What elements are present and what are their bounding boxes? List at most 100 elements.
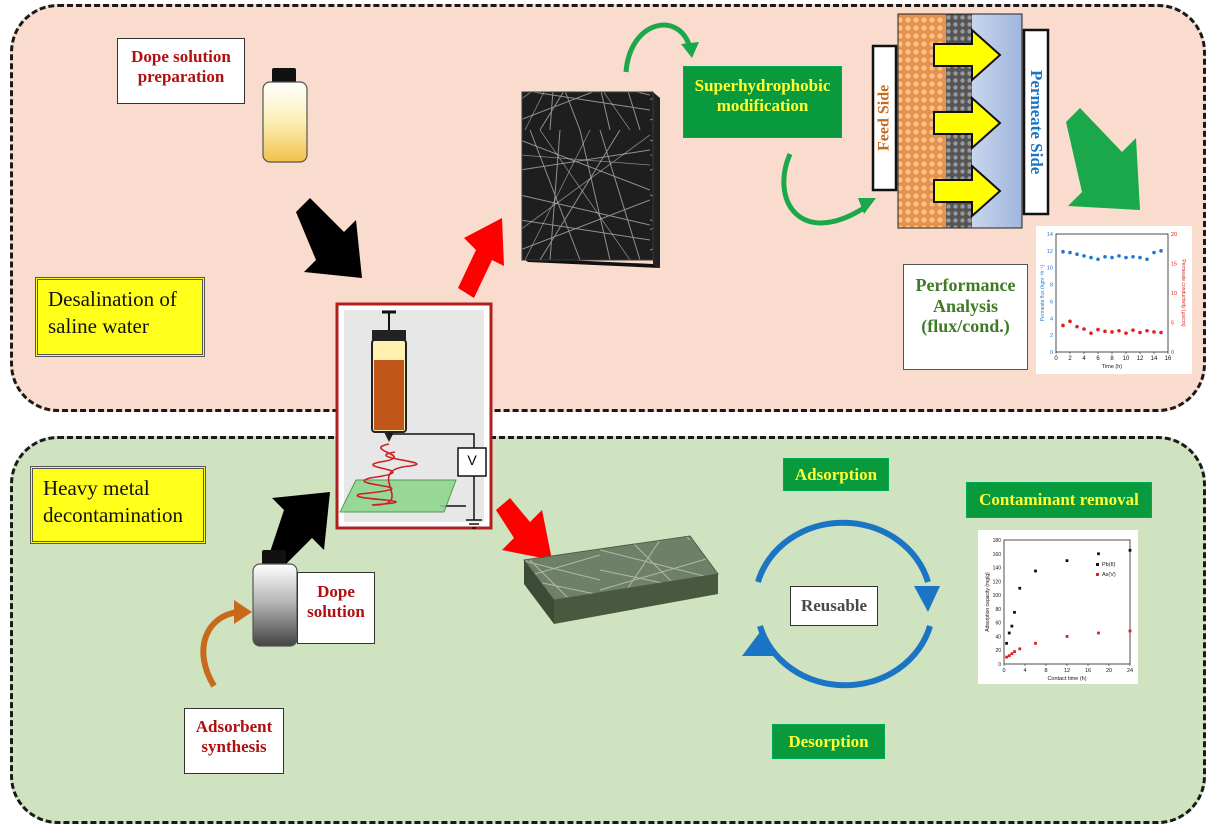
chart2-xtick-label: 20 bbox=[1106, 668, 1112, 674]
electrospinning-setup bbox=[335, 302, 493, 530]
chart2-legend-marker bbox=[1096, 573, 1099, 576]
chart1-point-s0 bbox=[1075, 252, 1079, 257]
nanofiber-membrane-image bbox=[521, 91, 660, 268]
chart2-point-s1 bbox=[1013, 650, 1016, 653]
chart2-point-s0 bbox=[1018, 586, 1022, 590]
chart2-point-s1 bbox=[1007, 654, 1011, 658]
chart1-point-s0 bbox=[1061, 249, 1065, 254]
chart1-point-s0 bbox=[1117, 254, 1121, 258]
chart1-point-s1 bbox=[1124, 331, 1128, 335]
chart2-point-s0 bbox=[1065, 559, 1069, 563]
chart2-point-s0 bbox=[1007, 631, 1011, 635]
chart1-y2tick-label: 10 bbox=[1171, 291, 1177, 297]
chart1-xtick-label: 12 bbox=[1137, 356, 1144, 362]
voltage-label: V bbox=[467, 452, 477, 468]
chart1-point-s1 bbox=[1082, 327, 1086, 331]
chart1-xtick-label: 6 bbox=[1096, 356, 1100, 362]
chart2-legend-marker bbox=[1096, 563, 1099, 566]
chart1-ytick-label: 6 bbox=[1050, 299, 1053, 305]
chart1-point-s1 bbox=[1089, 331, 1093, 335]
chart1-y2tick-label: 15 bbox=[1171, 262, 1177, 268]
chart1-point-s0 bbox=[1138, 255, 1142, 260]
chart2-xtick-label: 24 bbox=[1127, 668, 1133, 674]
arrow-to-membrane-red bbox=[458, 218, 504, 298]
chart1-xtick-label: 10 bbox=[1123, 356, 1130, 362]
dope-preparation-label: Dope solution preparation bbox=[117, 38, 245, 104]
feed-side-label: Feed Side bbox=[875, 84, 893, 152]
arrow-to-electrospinning-bottom bbox=[270, 492, 330, 566]
adsorption-label: Adsorption bbox=[783, 458, 889, 491]
chart2-point-s1 bbox=[1128, 629, 1132, 633]
chart1-xtick-label: 8 bbox=[1110, 356, 1114, 362]
dope-solution-label: Dope solution bbox=[297, 572, 375, 644]
chart1-point-s1 bbox=[1145, 328, 1149, 333]
chart1-point-s1 bbox=[1103, 329, 1107, 334]
green-curve-arrow-2 bbox=[781, 153, 866, 226]
chart1-y2tick-label: 5 bbox=[1171, 321, 1174, 327]
chart1-y2tick-label: 20 bbox=[1171, 232, 1177, 238]
chart1-ytick-label: 14 bbox=[1047, 232, 1053, 238]
chart1-ylabel: Permeate flux (kgm⁻²h⁻¹) bbox=[1040, 264, 1046, 321]
chart2-xtick-label: 8 bbox=[1044, 668, 1047, 674]
chart2-point-s0 bbox=[1005, 641, 1009, 645]
chart2-point-s0 bbox=[1013, 610, 1016, 614]
chart1-xtick-label: 16 bbox=[1165, 356, 1172, 362]
md-module-illustration bbox=[871, 13, 1050, 229]
superhydrophobic-label: Superhydrophobic modification bbox=[683, 66, 842, 138]
chart1-xtick-label: 14 bbox=[1151, 356, 1158, 362]
chart1-point-s1 bbox=[1061, 323, 1065, 328]
dope-bottle-bottom-icon bbox=[252, 550, 298, 647]
chart2-ytick-label: 140 bbox=[993, 566, 1002, 572]
chart1-point-s1 bbox=[1068, 319, 1072, 324]
chart2-xtick-label: 0 bbox=[1002, 668, 1005, 674]
chart1-ytick-label: 2 bbox=[1050, 333, 1053, 339]
green-curve-arrow-1 bbox=[623, 22, 693, 73]
arrow-to-chart-green bbox=[1066, 108, 1140, 210]
chart2-xtick-label: 12 bbox=[1064, 668, 1070, 674]
chart1-xtick-label: 2 bbox=[1068, 356, 1072, 362]
chart2-ytick-label: 80 bbox=[995, 607, 1001, 613]
chart1-y2label: Permeate conductivity (µs/cm) bbox=[1180, 259, 1186, 327]
chart2-point-s0 bbox=[1034, 569, 1037, 573]
chart1-ytick-label: 10 bbox=[1047, 266, 1053, 272]
chart1-point-s0 bbox=[1089, 255, 1093, 260]
chart2-legend-label: As(V) bbox=[1102, 572, 1116, 578]
chart2-point-s0 bbox=[1128, 548, 1132, 552]
arrow-to-electrospinning-top bbox=[296, 198, 362, 278]
dope-bottle-top-icon bbox=[262, 68, 308, 163]
chart2-ytick-label: 60 bbox=[995, 621, 1001, 627]
chart1-point-s0 bbox=[1068, 250, 1072, 255]
chart2-point-s1 bbox=[1034, 641, 1037, 645]
chart1-ytick-label: 8 bbox=[1050, 283, 1053, 289]
chart2-xtick-label: 16 bbox=[1085, 668, 1091, 674]
chart2-xlabel: Contact time (h) bbox=[1047, 676, 1086, 682]
chart2-point-s0 bbox=[1097, 552, 1100, 556]
chart1-ytick-label: 4 bbox=[1050, 316, 1053, 322]
chart2-ytick-label: 100 bbox=[993, 593, 1002, 599]
desalination-title: Desalination of saline water bbox=[35, 277, 205, 357]
chart2-point-s1 bbox=[1018, 647, 1022, 651]
chart1-point-s0 bbox=[1159, 249, 1163, 253]
permeate-side-label: Permeate Side bbox=[1026, 69, 1046, 175]
chart1-point-s0 bbox=[1082, 254, 1086, 258]
brown-curve-arrow bbox=[200, 609, 239, 688]
contaminant-removal-label: Contaminant removal bbox=[966, 482, 1152, 518]
chart2-point-s0 bbox=[1010, 624, 1014, 628]
chart2-point-s1 bbox=[1005, 655, 1009, 659]
chart2-xtick-label: 4 bbox=[1023, 668, 1026, 674]
chart2-point-s1 bbox=[1065, 635, 1069, 638]
chart1-point-s1 bbox=[1117, 328, 1121, 333]
chart1-point-s1 bbox=[1075, 324, 1079, 329]
reusable-label: Reusable bbox=[790, 586, 878, 626]
chart1-point-s1 bbox=[1159, 330, 1163, 335]
chart1-ytick-label: 0 bbox=[1050, 350, 1053, 356]
chart1-point-s1 bbox=[1152, 330, 1156, 334]
heavy-metal-title: Heavy metal decontamination bbox=[30, 466, 206, 544]
performance-label: Performance Analysis (flux/cond.) bbox=[903, 264, 1028, 370]
chart1-point-s0 bbox=[1131, 254, 1135, 259]
cycle-arrow-bottom bbox=[757, 625, 933, 689]
chart1-point-s1 bbox=[1131, 328, 1135, 332]
